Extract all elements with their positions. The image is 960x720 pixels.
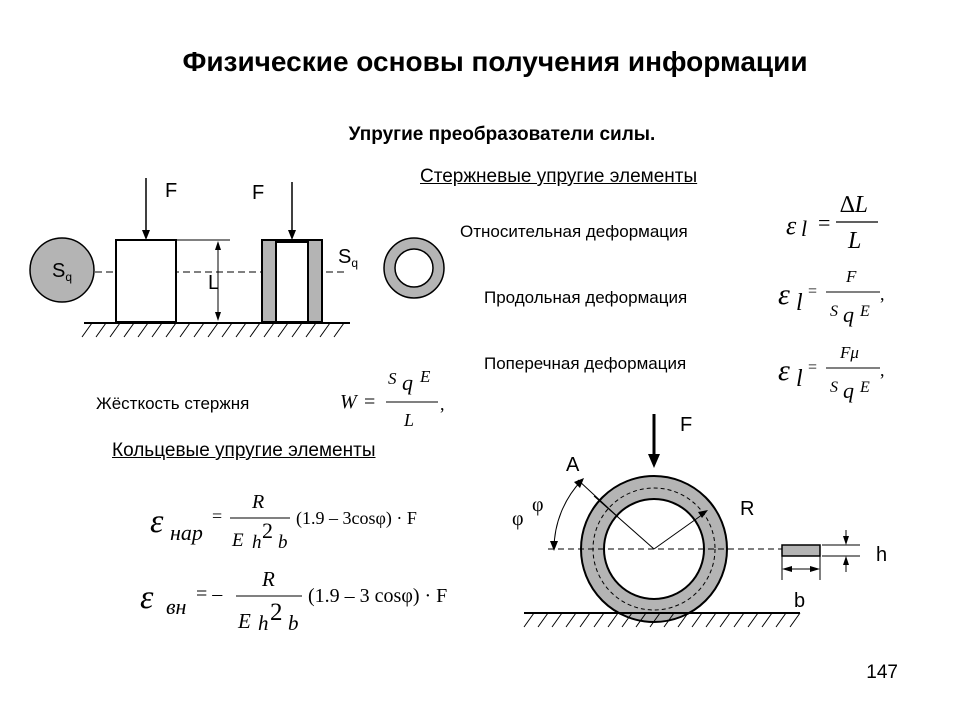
svg-text:l: l [801, 216, 807, 241]
rod-area-right-label: Sq [338, 246, 359, 270]
svg-text:b: b [288, 611, 299, 635]
slide-title: Физические основы получения информации [182, 46, 808, 77]
formula-outer-strain: ε нар = R E h 2 b (1.9 – 3cosφ) · F [150, 491, 417, 553]
rod-force-left-label: F [165, 180, 178, 202]
svg-text:h: h [258, 611, 269, 635]
force-arrow-left [142, 230, 150, 240]
ring-width-label: b [794, 590, 806, 612]
svg-text:2: 2 [262, 518, 273, 543]
svg-text:Fμ: Fμ [839, 343, 859, 362]
ring-point-a-label: A [566, 454, 580, 476]
svg-text:вн: вн [166, 594, 187, 619]
svg-text:S: S [388, 369, 397, 388]
svg-text:h: h [252, 532, 262, 553]
svg-text:ε: ε [150, 503, 164, 540]
formula-relative-deformation: ε l = ∆L L [786, 192, 878, 254]
slide-subtitle: Упругие преобразователи силы. [348, 124, 656, 145]
svg-text:= –: = – [196, 583, 223, 605]
svg-text:2: 2 [270, 599, 283, 626]
svg-text:=: = [808, 283, 817, 300]
svg-text:∆L: ∆L [840, 192, 868, 218]
svg-text:,: , [880, 284, 885, 304]
svg-text:W: W [340, 391, 359, 413]
svg-text:F: F [845, 267, 857, 286]
svg-text:q: q [843, 378, 854, 403]
rod-section-heading: Стержневые упругие элементы [420, 166, 698, 187]
rod-area-left-label: Sq [52, 260, 73, 284]
svg-text:l: l [796, 290, 803, 316]
svg-text:E: E [859, 379, 870, 396]
svg-text:l: l [796, 366, 803, 392]
formula-transverse-deformation: ε l = Fμ S q E , [778, 343, 885, 403]
svg-text:(1.9 – 3 cosφ) · F: (1.9 – 3 cosφ) · F [308, 585, 447, 607]
formula-stiffness: W = S q E L , [340, 367, 445, 430]
svg-text:R: R [251, 491, 264, 513]
ring-section-heading: Кольцевые упругие элементы [112, 440, 376, 461]
ring-cross-section [781, 544, 821, 557]
svg-text:,: , [880, 360, 885, 380]
svg-text:=: = [364, 391, 375, 413]
page-number: 147 [866, 662, 898, 683]
svg-text:ε: ε [778, 354, 790, 387]
formula-inner-strain: ε вн = – R E h 2 b (1.9 – 3 cosφ) · F [140, 567, 447, 635]
rod-length-label: L [208, 272, 220, 294]
stiffness-label: Жёсткость стержня [96, 394, 250, 413]
svg-text:ε: ε [786, 211, 797, 240]
svg-text:нар: нар [170, 520, 203, 545]
ring-force-arrow [648, 454, 660, 468]
svg-text:q: q [843, 302, 854, 327]
relative-deformation-label: Относительная деформация [460, 222, 688, 241]
svg-text:L: L [403, 410, 414, 430]
transverse-deformation-label: Поперечная деформация [484, 354, 687, 373]
svg-text:R: R [261, 567, 275, 591]
rod-cross-section-circle [29, 237, 95, 303]
svg-text:,: , [440, 394, 445, 414]
svg-text:E: E [419, 367, 431, 386]
svg-text:S: S [830, 379, 838, 396]
force-arrow-right [288, 230, 296, 240]
longitudinal-deformation-label: Продольная деформация [484, 288, 688, 307]
svg-text:S: S [830, 303, 838, 320]
svg-text:=: = [808, 359, 817, 376]
svg-text:ε: ε [140, 579, 154, 616]
svg-text:=: = [818, 210, 830, 235]
svg-text:=: = [212, 506, 222, 526]
svg-text:b: b [278, 532, 288, 553]
ring-height-label: h [876, 544, 888, 566]
svg-text:ε: ε [778, 278, 790, 311]
formula-longitudinal-deformation: ε l = F S q E , [778, 267, 885, 327]
ring-force-label: F [680, 414, 693, 436]
ring-radius-label: R [740, 498, 755, 520]
svg-text:E: E [231, 530, 244, 551]
svg-text:(1.9 – 3cosφ) · F: (1.9 – 3cosφ) · F [296, 508, 417, 529]
svg-text:L: L [847, 228, 861, 254]
ring-phi-left-label: φ [512, 508, 524, 530]
svg-text:q: q [402, 370, 413, 395]
svg-text:E: E [237, 609, 251, 633]
rod-force-right-label: F [252, 182, 265, 204]
svg-text:E: E [859, 303, 870, 320]
ring-phi-right-label: φ [532, 494, 544, 516]
hollow-cross-section-inner [394, 248, 434, 288]
